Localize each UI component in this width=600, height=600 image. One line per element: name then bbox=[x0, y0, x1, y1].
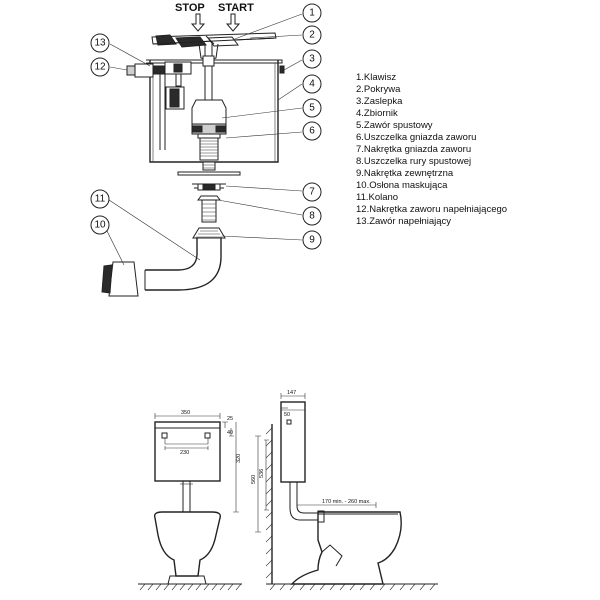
start-arrow-icon bbox=[225, 13, 241, 32]
svg-text:7: 7 bbox=[309, 187, 315, 198]
callout-1: 1 bbox=[302, 3, 322, 23]
legend-item-11: 11.Kolano bbox=[356, 192, 398, 203]
dim-front-height: 320 bbox=[236, 454, 242, 463]
fill-valve bbox=[126, 61, 192, 150]
callouts: 1 2 3 4 5 6 7 8 9 10 11 12 13 bbox=[90, 3, 322, 250]
legend-item-8: 8.Uszczelka rury spustowej bbox=[356, 156, 471, 167]
callout-9: 9 bbox=[302, 230, 322, 250]
svg-text:12: 12 bbox=[94, 62, 106, 73]
valve-nut bbox=[192, 183, 226, 191]
legend-item-1: 1.Klawisz bbox=[356, 72, 396, 83]
masking-cover bbox=[101, 261, 139, 297]
start-label: START bbox=[218, 2, 254, 14]
leader-lines bbox=[103, 13, 303, 266]
svg-text:8: 8 bbox=[309, 211, 315, 222]
callout-10: 10 bbox=[90, 215, 110, 235]
dim-front-top: 25 bbox=[227, 416, 233, 422]
callout-3: 3 bbox=[302, 49, 322, 69]
legend-item-7: 7.Nakrętka gniazda zaworu bbox=[356, 144, 471, 155]
pipe-seal bbox=[197, 195, 221, 223]
legend-item-6: 6.Uszczelka gniazda zaworu bbox=[356, 132, 476, 143]
dim-side-depth: 147 bbox=[287, 390, 296, 396]
lid bbox=[151, 32, 277, 48]
svg-text:13: 13 bbox=[94, 38, 106, 49]
svg-text:11: 11 bbox=[95, 194, 106, 205]
side-view: 147 50 560 536 170 min. - 260 max. bbox=[251, 390, 438, 591]
dim-side-inset: 50 bbox=[284, 412, 290, 418]
svg-text:1: 1 bbox=[309, 8, 315, 19]
stop-arrow-icon bbox=[190, 13, 206, 32]
elbow-pipe bbox=[144, 238, 222, 291]
legend-item-9: 9.Nakrętka zewnętrzna bbox=[356, 168, 454, 179]
svg-text:4: 4 bbox=[309, 79, 315, 90]
dim-front-width: 350 bbox=[181, 410, 190, 416]
svg-text:10: 10 bbox=[94, 220, 106, 231]
legend-item-2: 2.Pokrywa bbox=[356, 84, 401, 95]
callout-13: 13 bbox=[90, 33, 110, 53]
front-view: 350 230 25 40 320 bbox=[138, 410, 242, 591]
callout-6: 6 bbox=[302, 121, 322, 141]
dim-front-inner: 230 bbox=[180, 450, 189, 456]
callout-7: 7 bbox=[302, 182, 322, 202]
outlet-spud bbox=[177, 161, 241, 176]
legend-item-10: 10.Osłona maskująca bbox=[356, 180, 448, 191]
blanking-cap bbox=[279, 65, 285, 74]
svg-text:6: 6 bbox=[309, 126, 315, 137]
svg-text:3: 3 bbox=[309, 54, 315, 65]
callout-2: 2 bbox=[302, 25, 322, 45]
exploded-cistern: STOP START bbox=[90, 2, 322, 297]
callout-4: 4 bbox=[302, 74, 322, 94]
outer-nut bbox=[192, 227, 226, 239]
svg-text:9: 9 bbox=[309, 235, 315, 246]
callout-8: 8 bbox=[302, 206, 322, 226]
svg-text:2: 2 bbox=[309, 30, 315, 41]
legend-item-12: 12.Nakrętka zaworu napełniającego bbox=[356, 204, 507, 215]
valve-thread bbox=[199, 137, 219, 161]
stop-label: STOP bbox=[175, 2, 205, 14]
dim-side-h2: 536 bbox=[259, 469, 265, 478]
callout-5: 5 bbox=[302, 98, 322, 118]
dim-side-h1: 560 bbox=[251, 475, 257, 484]
parts-legend: 1.Klawisz 2.Pokrywa 3.Zaslepka 4.Zbiorni… bbox=[356, 72, 507, 227]
legend-item-13: 13.Zawór napełniający bbox=[356, 216, 451, 227]
legend-item-4: 4.Zbiornik bbox=[356, 108, 398, 119]
legend-item-3: 3.Zaslepka bbox=[356, 96, 403, 107]
svg-text:5: 5 bbox=[309, 103, 315, 114]
callout-11: 11 bbox=[90, 189, 110, 209]
dim-front-side: 40 bbox=[227, 430, 233, 436]
callout-12: 12 bbox=[90, 57, 110, 77]
legend-item-5: 5.Zawór spustowy bbox=[356, 120, 433, 131]
dim-side-reach: 170 min. - 260 max. bbox=[322, 499, 371, 505]
flush-valve bbox=[191, 43, 227, 161]
